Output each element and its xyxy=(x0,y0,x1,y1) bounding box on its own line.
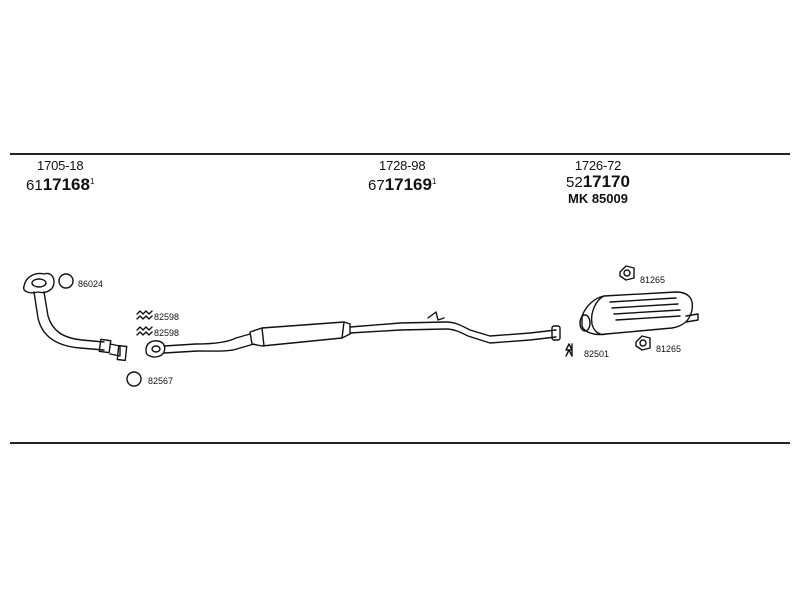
mounting-kit: MK 85009 xyxy=(567,191,628,206)
part-number: 5217170 xyxy=(566,173,630,191)
bottom-divider xyxy=(10,442,790,444)
front-pipe-icon xyxy=(33,291,128,362)
callout-label: 82567 xyxy=(148,376,173,386)
callout-label: 82598 xyxy=(154,328,179,338)
intermediate-pipe-icon xyxy=(163,333,255,354)
callout-label: 81265 xyxy=(640,275,665,285)
callout-label: 82501 xyxy=(584,349,609,359)
section-code: 1728-98 xyxy=(379,158,426,173)
hanger-icon xyxy=(635,335,651,351)
part-number: 61171681 xyxy=(26,173,94,194)
callout-label: 82598 xyxy=(154,312,179,322)
section-rear-silencer: 1726-72 5217170 MK 85009 xyxy=(566,158,630,206)
part-suffix: 1 xyxy=(431,177,437,186)
section-code: 1726-72 xyxy=(574,158,622,173)
rear-silencer-icon xyxy=(579,291,699,336)
hanger-icon xyxy=(619,265,635,281)
part-main: 17169 xyxy=(384,175,432,194)
front-flange-icon xyxy=(23,272,55,294)
middle-flange-icon xyxy=(145,340,166,358)
callout-label: 86024 xyxy=(78,279,103,289)
part-prefix: 61 xyxy=(26,177,43,194)
part-main: 17168 xyxy=(42,175,90,194)
clamp-icon xyxy=(565,343,573,357)
gasket-ring-icon xyxy=(58,273,74,289)
section-middle-silencer: 1728-98 67171691 xyxy=(368,158,436,194)
part-suffix: 1 xyxy=(89,177,95,186)
middle-silencer-icon xyxy=(249,321,351,347)
sealing-ring-icon xyxy=(126,371,142,387)
callout-label: 81265 xyxy=(656,344,681,354)
part-number: 67171691 xyxy=(368,173,436,194)
spring-bolt-icon xyxy=(136,326,153,336)
section-code: 1705-18 xyxy=(37,158,84,173)
section-front-pipe: 1705-18 61171681 xyxy=(26,158,94,194)
top-divider xyxy=(10,153,790,155)
part-prefix: 67 xyxy=(368,177,385,194)
part-prefix: 52 xyxy=(566,174,583,191)
connecting-pipe-icon xyxy=(349,311,561,344)
spring-bolt-icon xyxy=(136,310,153,320)
part-main: 17170 xyxy=(582,172,630,191)
